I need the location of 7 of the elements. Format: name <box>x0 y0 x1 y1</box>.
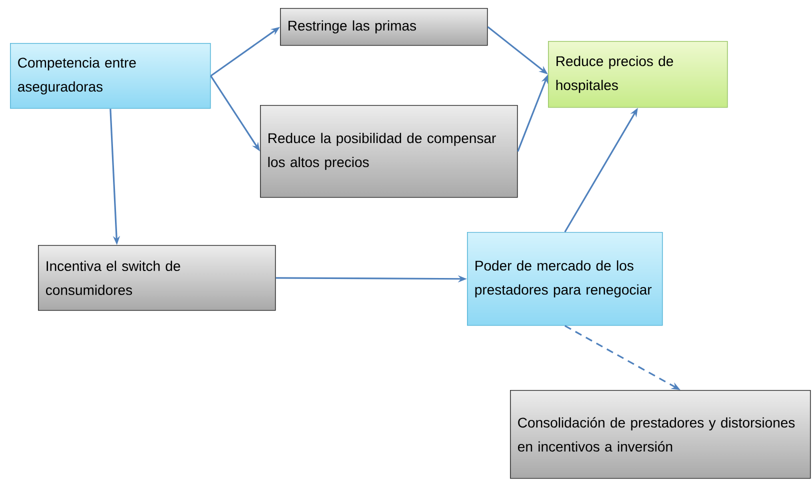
process-box: Reduce precios de hospitales <box>548 41 728 108</box>
process-box: Restringe las primas <box>280 8 488 46</box>
process-box: Competencia entre aseguradoras <box>10 43 211 109</box>
process-box: Poder de mercado de los prestadores para renegociar <box>467 232 663 326</box>
process-box: Incentiva el switch de consumidores <box>38 245 276 311</box>
process-box: Consolidación de prestadores y distorsiones en incentivos a inversión <box>510 390 811 479</box>
process-box: Reduce la posibilidad de compensar los altos precios <box>260 105 518 198</box>
